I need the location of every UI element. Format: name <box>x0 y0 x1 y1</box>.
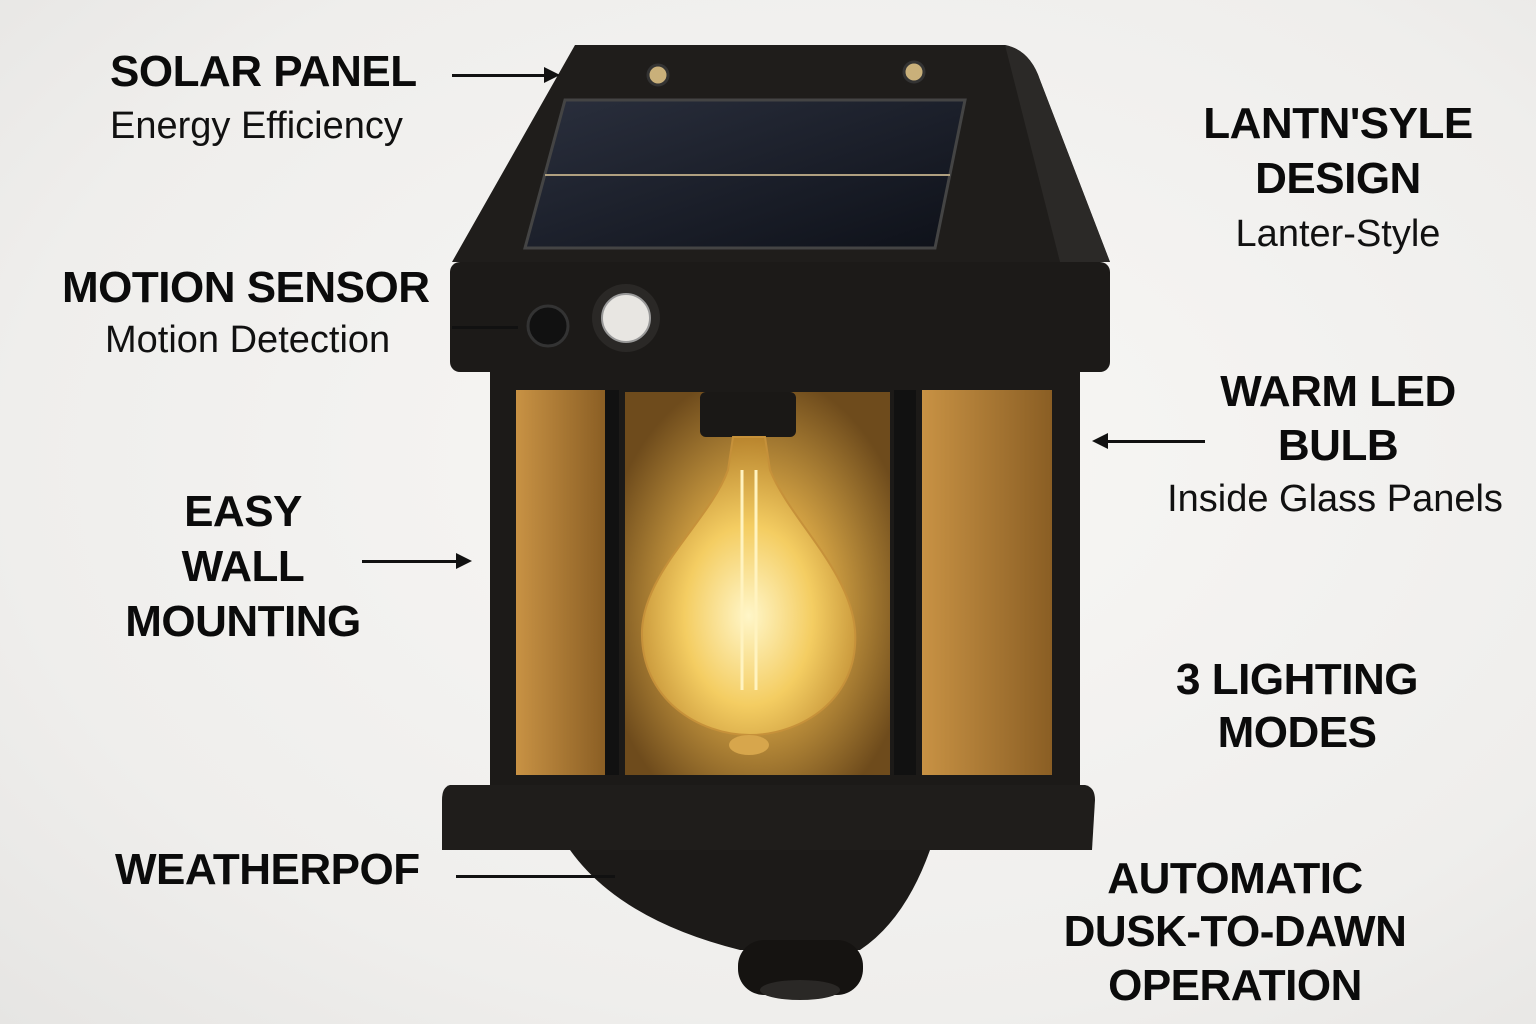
lantern-style-line-1: LANTN'SYLE <box>1203 99 1473 148</box>
motion-sensor-subtitle: Motion Detection <box>105 319 391 361</box>
screw-icon <box>646 63 670 87</box>
glass-panel-right <box>922 390 1052 775</box>
motion-sensor-title: MOTION SENSOR <box>62 263 430 312</box>
dusk-to-dawn-line-1: AUTOMATIC <box>1107 854 1363 903</box>
warm-led-line-2: BULB <box>1277 421 1399 470</box>
lamp-bottom-cone <box>570 850 930 950</box>
easy-mounting-line-3: MOUNTING <box>125 597 361 646</box>
lantern-style-subtitle: Lanter-Style <box>1235 213 1441 255</box>
light-sensor <box>526 304 570 348</box>
dusk-to-dawn-line-2: DUSK-TO-DAWN <box>1063 907 1407 956</box>
motion-sensor-line <box>452 326 518 329</box>
lighting-modes-line-2: MODES <box>1217 708 1377 757</box>
weatherproof-line <box>456 875 615 878</box>
dusk-to-dawn-line-3: OPERATION <box>1108 961 1362 1010</box>
easy-mounting-line-1: EASY <box>184 487 302 536</box>
arrow-left-icon <box>1092 433 1108 449</box>
solar-panel-arrow <box>452 74 544 77</box>
easy-mounting-line-2: WALL <box>181 542 305 591</box>
led-bulb <box>640 436 857 737</box>
lantern-style-line-2: DESIGN <box>1255 154 1421 203</box>
solar-panel-title: SOLAR PANEL <box>110 47 417 96</box>
arrow-right-icon <box>456 553 472 569</box>
arrow-right-icon <box>544 67 560 83</box>
screw-icon <box>902 60 926 84</box>
weatherproof-title: WEATHERPOF <box>115 845 420 894</box>
bulb-socket <box>700 392 796 437</box>
lamp-base-ledge <box>442 785 1095 850</box>
glass-panel-left <box>516 390 606 775</box>
warm-led-line-1: WARM LED <box>1220 367 1456 416</box>
solar-panel-subtitle: Energy Efficiency <box>110 105 403 147</box>
warm-led-arrow <box>1108 440 1205 443</box>
warm-led-subtitle: Inside Glass Panels <box>1167 478 1503 520</box>
easy-mounting-arrow <box>362 560 456 563</box>
lighting-modes-line-1: 3 LIGHTING <box>1176 655 1418 704</box>
